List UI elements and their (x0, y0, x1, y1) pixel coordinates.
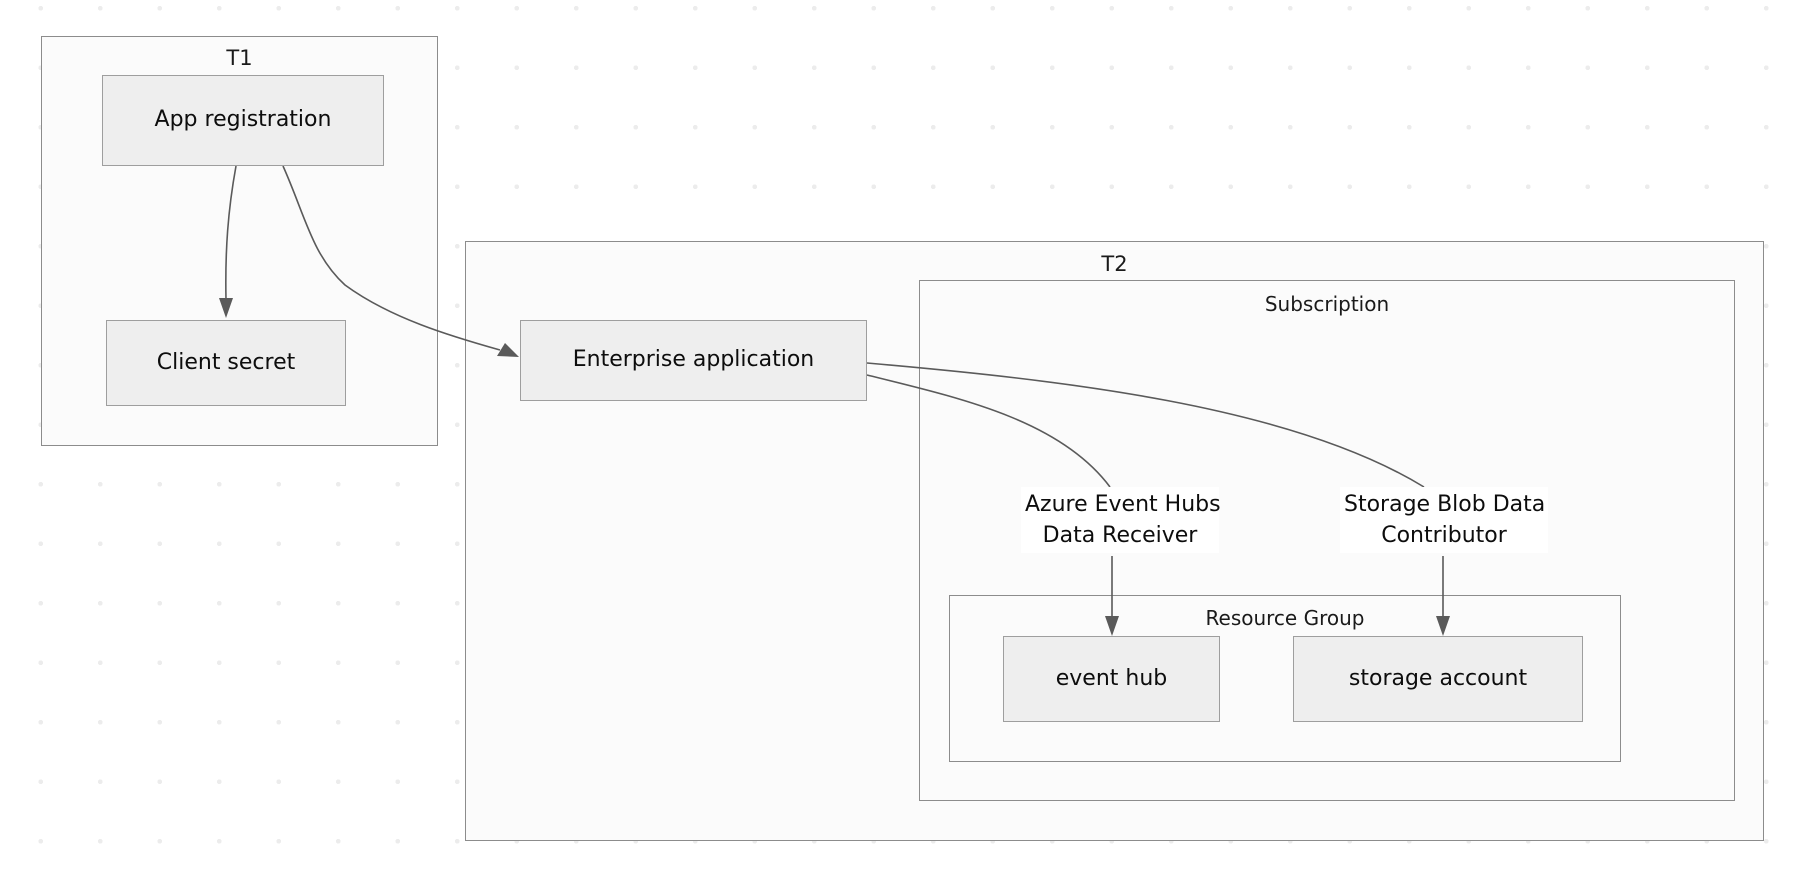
group-subscription-label: Subscription (1264, 292, 1390, 316)
node-client-secret-label: Client secret (156, 349, 296, 375)
node-storage-account[interactable]: storage account (1293, 636, 1583, 722)
group-resource-group-label: Resource Group (1205, 606, 1365, 630)
node-client-secret[interactable]: Client secret (106, 320, 346, 406)
node-enterprise-application[interactable]: Enterprise application (520, 320, 867, 401)
edge-label-event-hubs-role: Azure Event Hubs Data Receiver (1021, 487, 1221, 554)
group-t2-label: T2 (1101, 252, 1128, 276)
node-enterprise-application-label: Enterprise application (572, 347, 815, 373)
node-storage-account-label: storage account (1348, 665, 1528, 691)
node-app-registration-label: App registration (154, 107, 332, 133)
node-event-hub-label: event hub (1055, 665, 1168, 691)
node-event-hub[interactable]: event hub (1003, 636, 1220, 722)
node-app-registration[interactable]: App registration (102, 75, 384, 166)
edge-label-blob-role: Storage Blob Data Contributor (1340, 487, 1548, 554)
group-t1-label: T1 (226, 46, 253, 70)
